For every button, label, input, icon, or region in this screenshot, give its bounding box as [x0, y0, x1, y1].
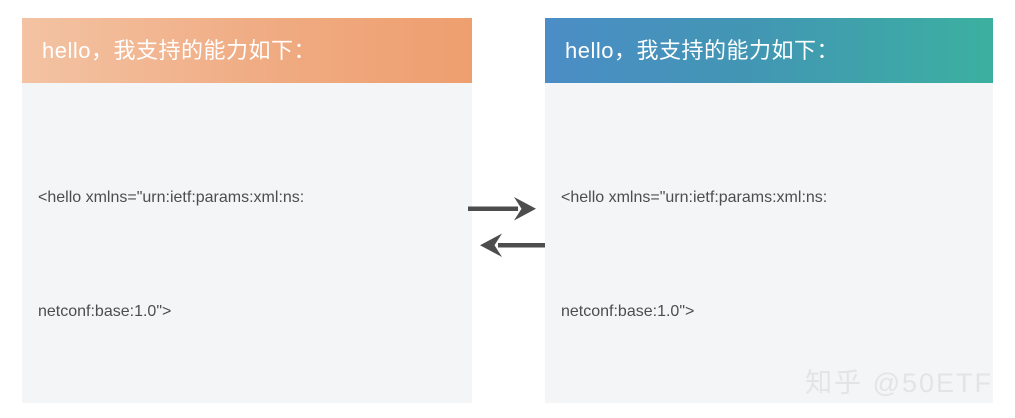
code-line: netconf:base:1.0"> [561, 303, 695, 320]
server-hello-code: <hello xmlns="urn:ietf:params:xml:ns: ne… [545, 83, 993, 403]
client-hello-code: <hello xmlns="urn:ietf:params:xml:ns: ne… [22, 83, 472, 403]
watermark: 知乎 @50ETF [805, 368, 993, 398]
server-hello-header: hello，我支持的能力如下： [545, 18, 993, 83]
client-hello-header: hello，我支持的能力如下： [22, 18, 472, 83]
code-line: netconf:base:1.0"> [38, 303, 172, 320]
server-hello-panel: hello，我支持的能力如下： <hello xmlns="urn:ietf:p… [545, 18, 993, 403]
client-hello-panel: hello，我支持的能力如下： <hello xmlns="urn:ietf:p… [22, 18, 472, 403]
code-line: <hello xmlns="urn:ietf:params:xml:ns: [561, 189, 828, 206]
exchange-arrows [466, 190, 550, 265]
arrow-left-icon [480, 233, 548, 257]
code-line: <hello xmlns="urn:ietf:params:xml:ns: [38, 189, 305, 206]
arrow-right-icon [468, 197, 536, 221]
